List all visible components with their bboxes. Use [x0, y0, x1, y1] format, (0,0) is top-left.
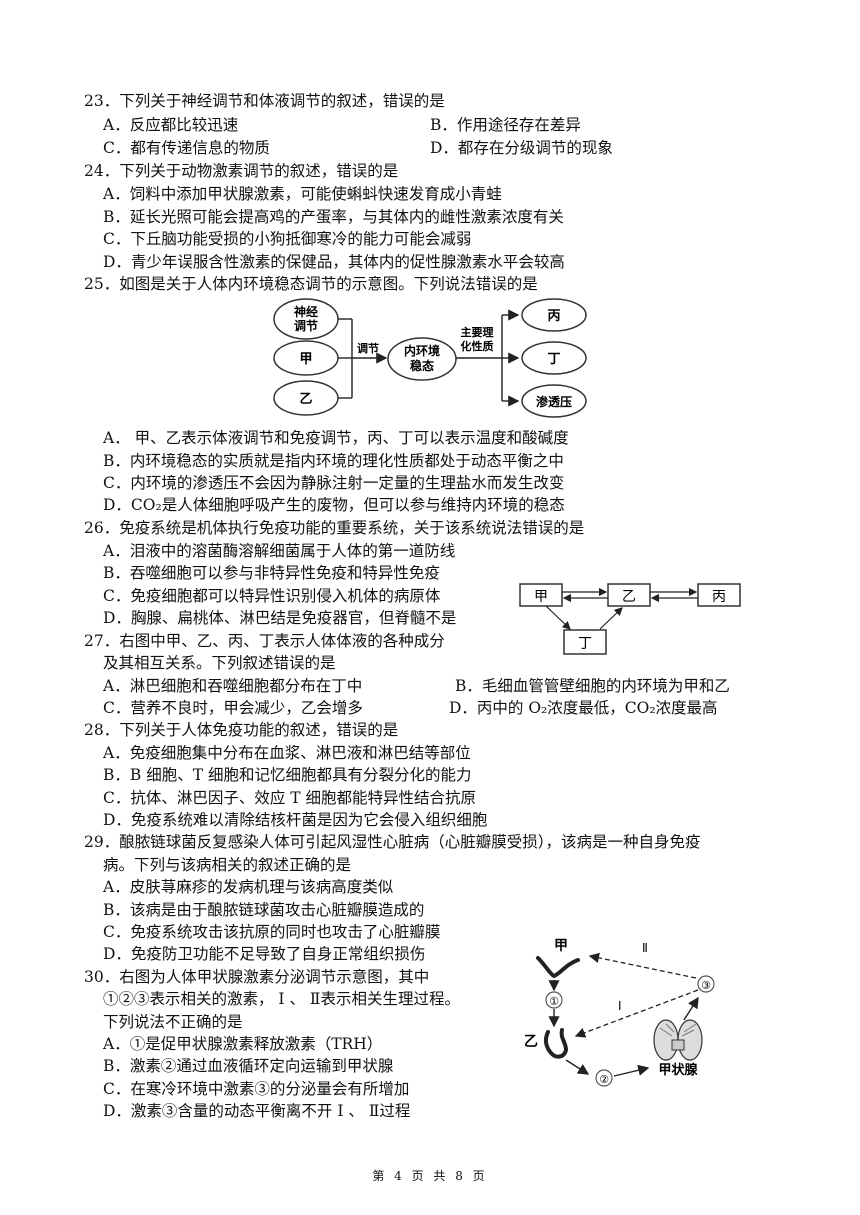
q25-option-a: A． 甲、乙表示体液调节和免疫调节，丙、丁可以表示温度和酸碱度 [103, 429, 569, 447]
question-27-stem-1: 27．右图中甲、乙、丙、丁表示人体体液的各种成分 [84, 632, 445, 650]
box-jia: 甲 [534, 589, 548, 605]
question-25-stem: 25．如图是关于人体内环境稳态调节的示意图。下列说法错误的是 [84, 275, 538, 293]
q24-option-a: A．饲料中添加甲状腺激素，可能使蝌蚪快速发育成小青蛙 [103, 185, 502, 203]
label-props-line2: 化性质 [461, 339, 494, 353]
node-center-line2: 稳态 [410, 358, 434, 373]
label-process-i: Ⅰ [618, 999, 622, 1013]
q28-option-b: B．B 细胞、T 细胞和记忆细胞都具有分裂分化的能力 [103, 766, 472, 784]
q25-option-d: D．CO₂是人体细胞呼吸产生的废物，但可以参与维持内环境的稳态 [103, 496, 565, 514]
q26-option-c: C．免疫细胞都可以特异性识别侵入机体的病原体 [103, 587, 441, 605]
q25-option-c: C．内环境的渗透压不会因为静脉注射一定量的生理盐水而发生改变 [103, 474, 565, 492]
box-yi: 乙 [622, 589, 636, 605]
question-23-stem: 23．下列关于神经调节和体液调节的叙述，错误的是 [84, 92, 445, 110]
question-30-stem-3: 下列说法不正确的是 [103, 1013, 243, 1031]
label-hormone-3: ③ [701, 979, 711, 992]
q29-option-d: D．免疫防卫功能不足导致了自身正常组织损伤 [103, 945, 426, 963]
question-30-stem-1: 30．右图为人体甲状腺激素分泌调节示意图，其中 [84, 968, 430, 986]
question-29-stem-1: 29．酿脓链球菌反复感染人体可引起风湿性心脏病（心脏瓣膜受损），该病是一种自身免… [84, 833, 701, 851]
page-footer: 第 4 页 共 8 页 [372, 1169, 488, 1183]
node-ding: 丁 [547, 352, 560, 367]
question-29-stem-2: 病。下列与该病相关的叙述正确的是 [103, 856, 352, 874]
q30-option-a: A．①是促甲状腺激素释放激素（TRH） [103, 1035, 383, 1053]
q28-option-a: A．免疫细胞集中分布在血浆、淋巴液和淋巴结等部位 [103, 744, 471, 762]
q26-option-b: B．吞噬细胞可以参与非特异性免疫和特异性免疫 [103, 564, 440, 582]
q24-option-d: D．青少年误服含性激素的保健品，其体内的促性腺激素水平会较高 [103, 253, 565, 271]
feedback-ii-arrow [588, 952, 697, 979]
node-osmotic: 渗透压 [536, 394, 572, 409]
question-26-stem: 26．免疫系统是机体执行免疫功能的重要系统，关于该系统说法错误的是 [84, 519, 585, 537]
question-28-stem: 28．下列关于人体免疫功能的叙述，错误的是 [84, 721, 399, 739]
node-neural-line1: 神经 [294, 304, 318, 319]
hypothalamus-shape [536, 956, 580, 979]
node-bing: 丙 [547, 309, 560, 324]
homeostasis-diagram: 神经 调节 甲 乙 调节 内环境 稳态 主要理 化性质 丙 丁 渗透压 [273, 298, 587, 418]
label-regulate: 调节 [357, 341, 379, 355]
question-30-stem-2: ①②③表示相关的激素， Ⅰ 、 Ⅱ表示相关生理过程。 [103, 990, 460, 1008]
body-fluid-diagram: 甲 乙 丙 丁 [519, 583, 741, 655]
q25-option-b: B．内环境稳态的实质就是指内环境的理化性质都处于动态平衡之中 [103, 452, 564, 470]
q23-option-d: D．都存在分级调节的现象 [430, 139, 613, 157]
q24-option-c: C．下丘脑功能受损的小狗抵御寒冷的能力可能会减弱 [103, 230, 472, 248]
q28-option-d: D．免疫系统难以清除结核杆菌是因为它会侵入组织细胞 [103, 811, 488, 829]
q26-option-d: D．胸腺、扁桃体、淋巴结是免疫器官，但脊髓不是 [103, 609, 457, 627]
label-thyroid: 甲状腺 [658, 1062, 698, 1078]
feedback-i-arrow [574, 989, 699, 1038]
question-27-stem-2: 及其相互关系。下列叙述错误的是 [103, 654, 336, 672]
q30-option-d: D．激素③含量的动态平衡离不开 Ⅰ 、 Ⅱ过程 [103, 1102, 411, 1120]
node-jia: 甲 [299, 352, 312, 367]
pituitary-shape [543, 1028, 569, 1059]
q24-option-b: B．延长光照可能会提高鸡的产蛋率，与其体内的雌性激素浓度有关 [103, 208, 564, 226]
q29-option-c: C．免疫系统攻击该抗原的同时也攻击了心脏瓣膜 [103, 923, 441, 941]
label-hormone-1: ① [549, 995, 559, 1008]
label-props-line1: 主要理 [461, 325, 494, 339]
label-process-ii: Ⅱ [642, 941, 648, 955]
label-yi: 乙 [524, 1034, 538, 1050]
q30-option-b: B．激素②通过血液循环定向运输到甲状腺 [103, 1057, 394, 1075]
node-yi: 乙 [299, 392, 312, 407]
box-ding: 丁 [578, 636, 592, 652]
q30-option-c: C．在寒冷环境中激素③的分泌量会有所增加 [103, 1080, 410, 1098]
q27-option-a: A．淋巴细胞和吞噬细胞都分布在丁中 [103, 677, 363, 695]
q27-option-d: D．丙中的 O₂浓度最低，CO₂浓度最高 [449, 699, 718, 717]
node-center-line1: 内环境 [404, 343, 440, 358]
q27-option-b: B．毛细血管管壁细胞的内环境为甲和乙 [455, 677, 730, 695]
q29-option-b: B．该病是由于酿脓链球菌攻击心脏瓣膜造成的 [103, 901, 425, 919]
thyroid-regulation-diagram: 甲 ① 乙 ② 甲状腺 ③ Ⅱ Ⅰ [524, 938, 715, 1087]
node-neural-line2: 调节 [294, 318, 318, 333]
label-jia: 甲 [554, 938, 568, 954]
q29-option-a: A．皮肤荨麻疹的发病机理与该病高度类似 [103, 878, 394, 896]
label-hormone-2: ② [599, 1073, 609, 1086]
q23-option-b: B．作用途径存在差异 [430, 116, 581, 134]
q26-option-a: A．泪液中的溶菌酶溶解细菌属于人体的第一道防线 [103, 542, 456, 560]
q27-option-c: C．营养不良时，甲会减少，乙会增多 [103, 699, 363, 717]
box-bing: 丙 [712, 589, 726, 605]
q28-option-c: C．抗体、淋巴因子、效应 T 细胞都能特异性结合抗原 [103, 789, 477, 807]
q23-option-c: C．都有传递信息的物质 [103, 139, 270, 157]
thyroid-gland-shape [653, 1019, 703, 1061]
question-24-stem: 24．下列关于动物激素调节的叙述，错误的是 [84, 162, 399, 180]
q23-option-a: A．反应都比较迅速 [103, 116, 239, 134]
